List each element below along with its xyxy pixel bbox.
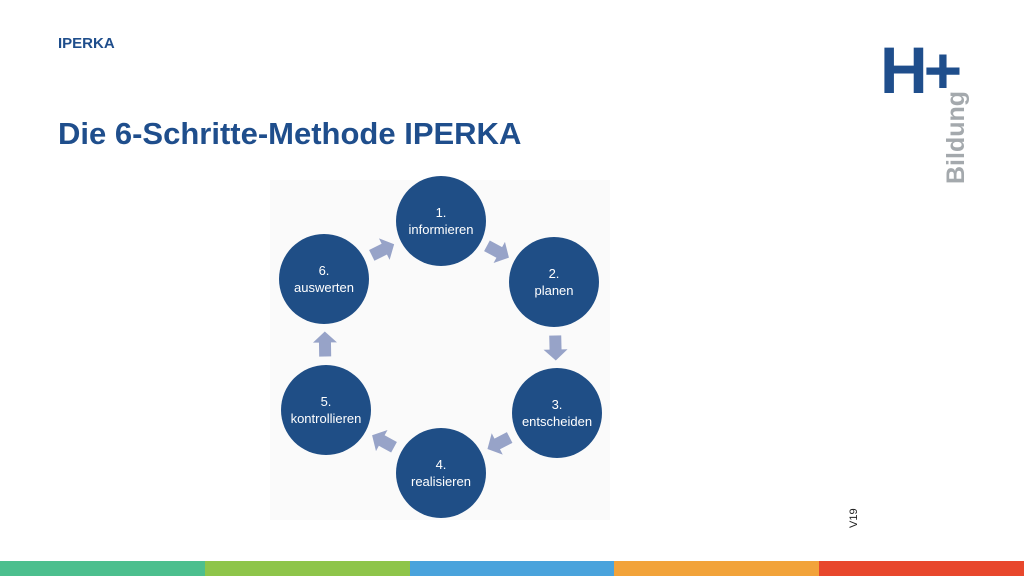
step-number: 4. <box>436 457 447 472</box>
step-circle <box>279 234 369 324</box>
page-title: Die 6-Schritte-Methode IPERKA <box>58 116 522 151</box>
step-node-3: 3. entscheiden <box>512 368 602 458</box>
footer-stripe-lime <box>204 561 410 576</box>
step-label: planen <box>534 283 573 298</box>
step-node-5: 5. kontrollieren <box>281 365 371 455</box>
step-number: 2. <box>549 266 560 281</box>
cycle-arrow-3 <box>487 432 513 455</box>
cycle-arrow-4 <box>372 430 397 453</box>
step-number: 3. <box>552 397 563 412</box>
step-node-4: 4. realisieren <box>396 428 486 518</box>
cycle-arrow-5 <box>312 331 337 357</box>
step-node-2: 2. planen <box>509 237 599 327</box>
step-number: 1. <box>436 205 447 220</box>
step-circle <box>396 428 486 518</box>
footer-stripe-green <box>0 561 205 576</box>
footer-stripe-red <box>819 561 1024 576</box>
cycle-arrow-2 <box>543 335 568 361</box>
step-node-1: 1. informieren <box>396 176 486 266</box>
cycle-arrow-1 <box>484 240 509 264</box>
footer-stripe-orange <box>614 561 820 576</box>
footer-color-bar <box>0 561 1024 576</box>
step-number: 6. <box>319 263 330 278</box>
step-node-6: 6. auswerten <box>279 234 369 324</box>
footer-stripe-blue <box>409 561 615 576</box>
step-label: informieren <box>408 222 473 237</box>
topic-label: IPERKA <box>58 35 115 52</box>
version-label: V19 <box>848 508 860 528</box>
step-circle <box>509 237 599 327</box>
h-plus-bildung-logo: H+ Bildung <box>880 33 984 188</box>
step-circle <box>512 368 602 458</box>
step-label: kontrollieren <box>291 411 362 426</box>
cycle-arrow-6 <box>369 238 395 261</box>
step-label: realisieren <box>411 474 471 489</box>
step-number: 5. <box>321 394 332 409</box>
logo-mark: H+ <box>880 33 962 107</box>
step-label: auswerten <box>294 280 354 295</box>
step-label: entscheiden <box>522 414 592 429</box>
step-circle <box>281 365 371 455</box>
step-circle <box>396 176 486 266</box>
